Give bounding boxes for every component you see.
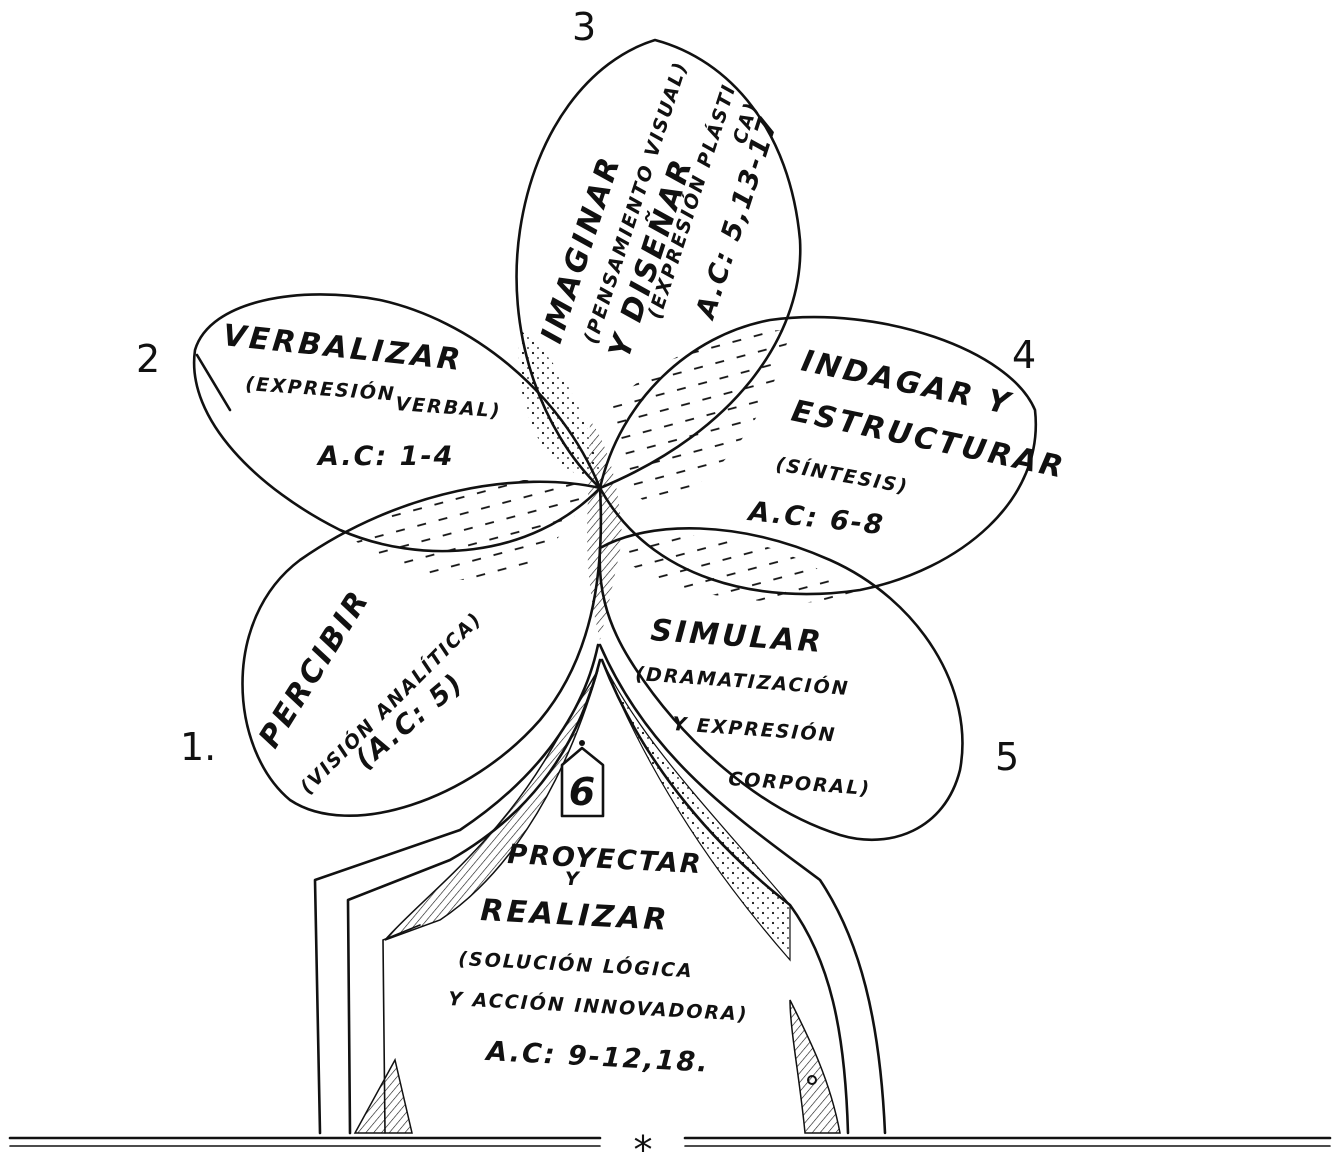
petal-5-number: 5: [995, 735, 1019, 779]
overlap-shade-1-2: [355, 480, 590, 580]
petal-2-sub-1: (EXPRESIÓN: [245, 371, 397, 405]
petal-4-ac: A.C: 6-8: [745, 496, 886, 541]
petal-4-sub-2: (SÍNTESIS): [774, 452, 910, 498]
stem-right-hatch: [790, 1000, 840, 1133]
petal-2-title: VERBALIZAR: [221, 318, 465, 378]
petal-5-sub-3: CORPORAL): [728, 768, 872, 800]
petal-5-sub-1: (DRAMATIZACIÓN: [635, 661, 851, 700]
center-sub-1: (SOLUCIÓN LÓGICA: [458, 946, 695, 982]
petal-2-number: 2: [136, 337, 160, 381]
petal-5-title: SIMULAR: [649, 613, 824, 660]
petal-4-number: 4: [1012, 333, 1036, 377]
overlap-shade-2-3: [519, 330, 600, 474]
petal-5-sub-2: Y EXPRESIÓN: [672, 711, 838, 746]
petal-3-number: 3: [572, 5, 596, 49]
center-connector: Y: [565, 868, 581, 890]
petal-2-sub-2: VERBAL): [395, 393, 503, 422]
stem-left-base: [355, 1060, 412, 1133]
center-title: PROYECTAR: [507, 839, 704, 880]
center-title2: REALIZAR: [480, 893, 671, 938]
petal-2-ac: A.C: 1-4: [316, 441, 454, 472]
center-ac: A.C: 9-12,18.: [484, 1036, 711, 1079]
center-sub-2: Y ACCIÓN INNOVADORA): [448, 986, 749, 1026]
center-number: 6: [569, 770, 595, 814]
overlap-shade-4-5: [620, 535, 860, 602]
ground-mark: *: [634, 1128, 653, 1155]
center-six-dot: [579, 740, 585, 746]
petal-1-number: 1.: [180, 725, 216, 769]
